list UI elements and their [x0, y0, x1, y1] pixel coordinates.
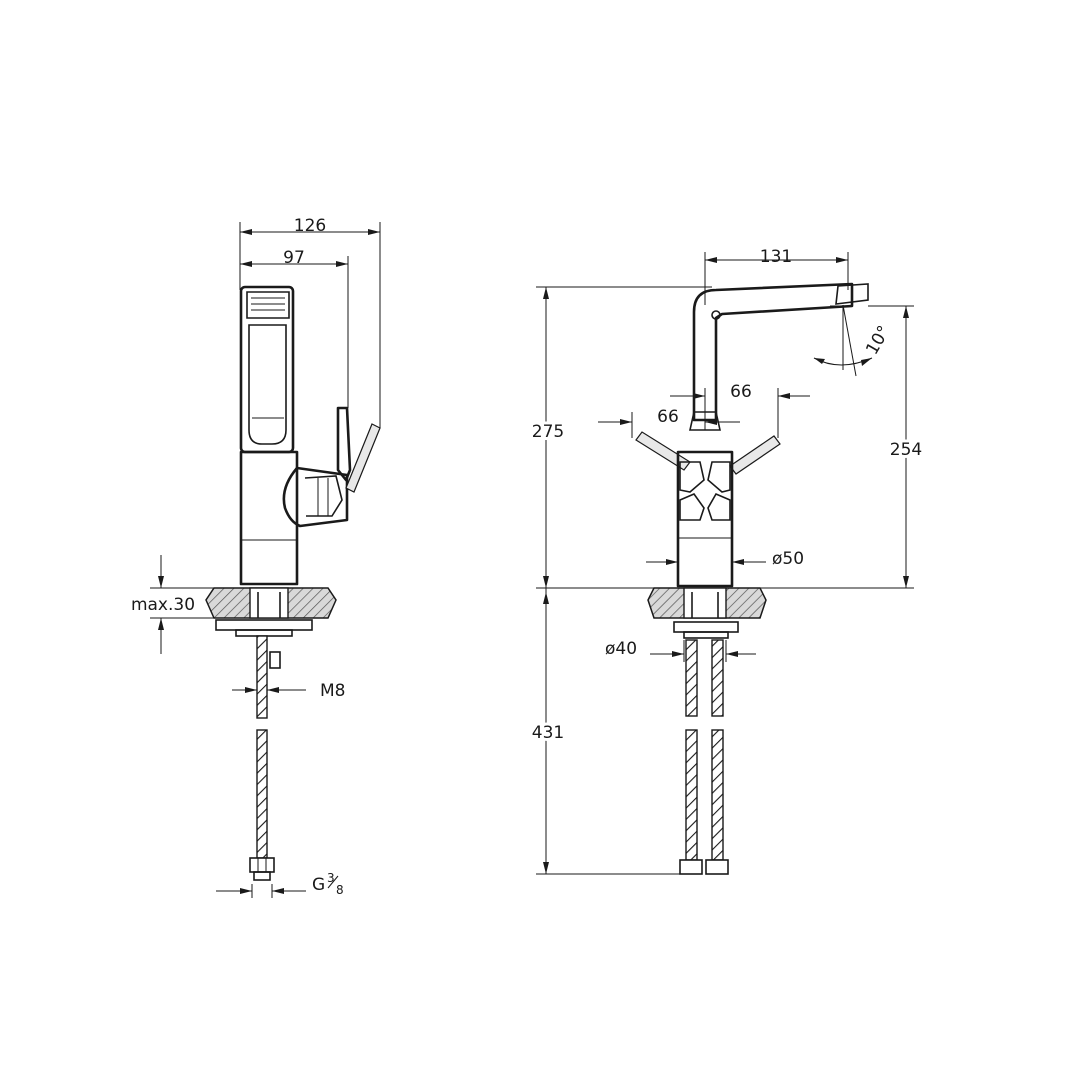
side-mounting-plate	[215, 619, 313, 631]
dim-g38: G	[312, 875, 325, 895]
side-body	[239, 450, 299, 586]
side-spout-inner	[248, 324, 287, 445]
dim-66-left: 66	[657, 407, 679, 427]
dim-o40: ø40	[605, 639, 637, 659]
dim-o50: ø50	[772, 549, 804, 569]
dim-g38-numerator: 3	[327, 871, 335, 885]
front-spout	[692, 282, 854, 422]
dim-max30: max.30	[131, 595, 195, 615]
dim-126: 126	[294, 216, 326, 236]
front-lever-right	[729, 435, 781, 475]
side-lever-raised	[345, 423, 381, 493]
dim-131: 131	[760, 247, 792, 267]
dim-10deg: 10°	[862, 322, 894, 358]
front-view: 10° 131	[529, 247, 925, 875]
side-lever-handle	[336, 406, 352, 482]
dim-431: 431	[532, 723, 564, 743]
side-spout-outlet	[246, 291, 290, 319]
dim-275: 275	[532, 422, 564, 442]
front-hose-right-lower	[711, 729, 724, 861]
side-hose-upper	[256, 635, 268, 719]
dim-g38-denominator: 8	[336, 883, 344, 897]
dim-m8: M8	[320, 681, 345, 701]
side-hose-lower	[256, 729, 268, 859]
front-hose-left-upper	[685, 639, 698, 717]
side-lever-base	[282, 466, 349, 528]
dim-97: 97	[283, 248, 305, 268]
dim-66-right: 66	[730, 382, 752, 402]
front-body	[676, 450, 734, 588]
dim-254: 254	[890, 440, 922, 460]
front-hose-right-upper	[711, 639, 724, 717]
front-mounting-plate	[673, 621, 739, 633]
front-hose-left-lower	[685, 729, 698, 861]
side-view: 126 97 max.30 M8 G 3 8	[131, 216, 381, 898]
